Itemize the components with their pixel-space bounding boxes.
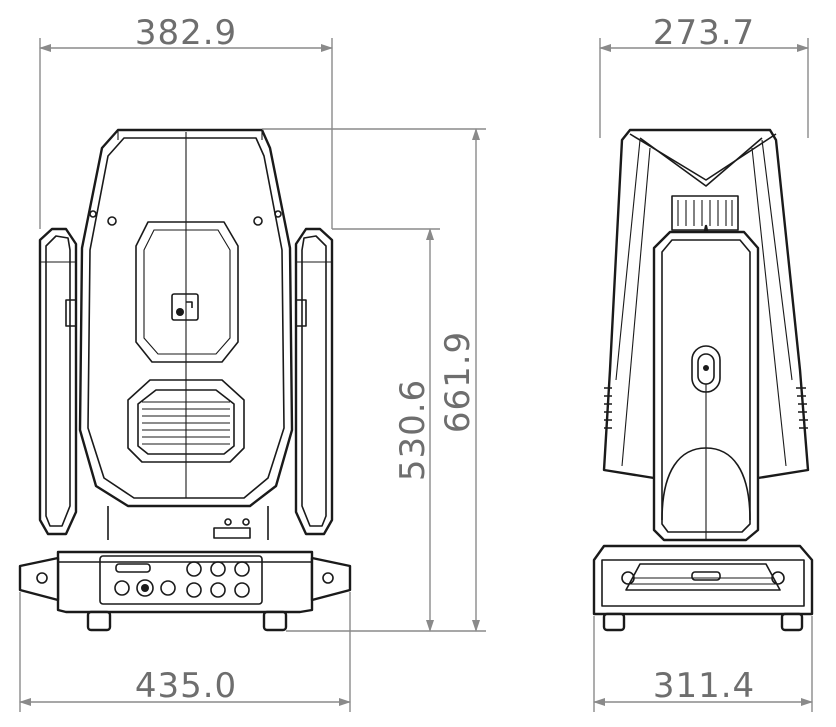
dim-arm-height: 530.6 (393, 379, 433, 481)
dim-front-top-width: 382.9 (135, 13, 237, 53)
dim-side-top-width: 273.7 (653, 13, 755, 53)
side-yoke (652, 230, 760, 542)
dim-total-height: 661.9 (438, 331, 478, 433)
side-view (592, 128, 814, 632)
front-head (78, 128, 294, 508)
front-base (18, 550, 352, 632)
front-left-arm (38, 227, 78, 536)
side-base (592, 544, 814, 632)
front-vent (127, 379, 245, 463)
dim-front-base-width: 435.0 (135, 666, 237, 706)
front-right-arm (294, 227, 334, 536)
dim-side-base-width: 311.4 (653, 666, 755, 706)
extension-lines (19, 38, 813, 712)
front-view (18, 128, 352, 632)
brand-logo-icon (171, 293, 199, 321)
